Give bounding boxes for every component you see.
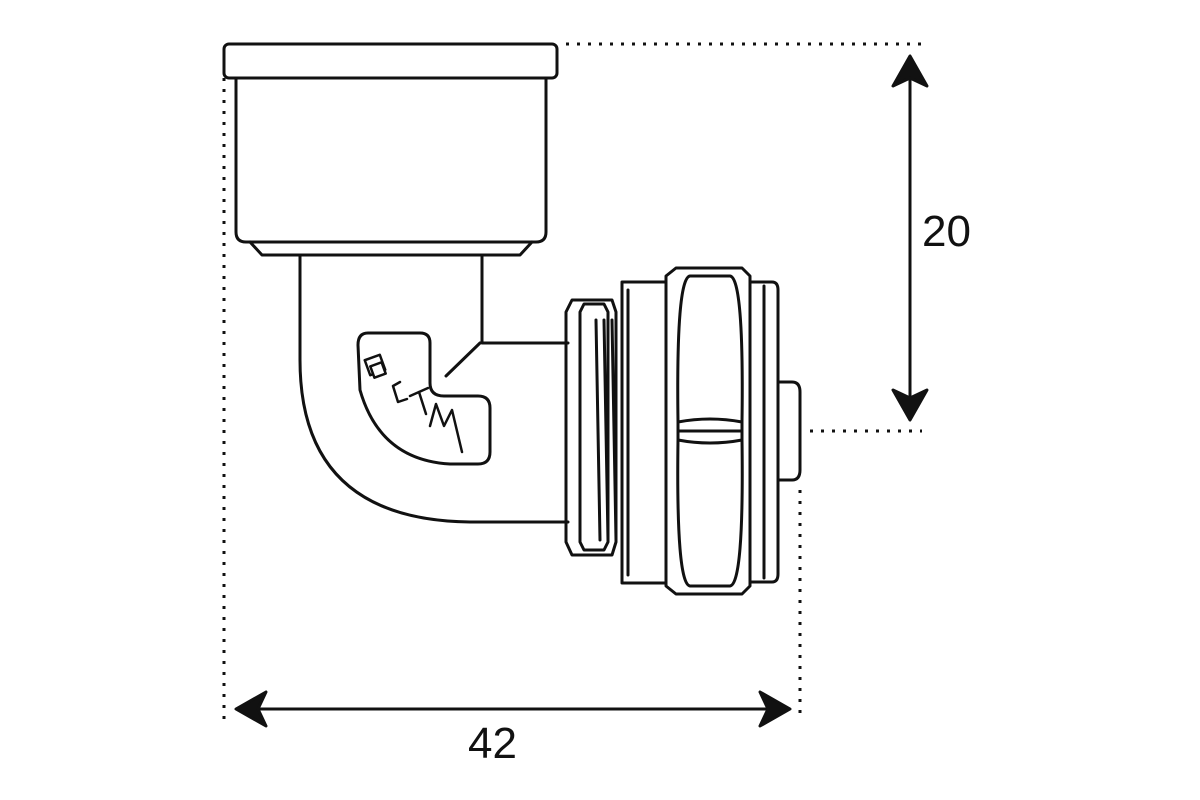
collar xyxy=(748,280,780,584)
socket-cap-bottom-ring xyxy=(248,240,534,257)
arrow-up-icon xyxy=(891,54,929,88)
width-dimension xyxy=(234,690,792,728)
logo-letter-t xyxy=(408,386,430,416)
hex-nut-center-band xyxy=(676,417,744,445)
logo-letter-m xyxy=(428,402,464,454)
hex-nut-upper-face xyxy=(676,274,744,424)
arrow-right-icon xyxy=(758,690,792,728)
elbow-body xyxy=(298,253,570,524)
height-dimension-label: 20 xyxy=(922,207,971,256)
height-dimension xyxy=(891,54,929,422)
hex-nut-lower-face xyxy=(676,438,744,588)
socket-cap-body xyxy=(234,76,548,244)
thread-line-1 xyxy=(594,318,602,542)
hex-nut xyxy=(664,266,752,596)
elbow-inner xyxy=(480,253,570,345)
thread-inner xyxy=(578,302,610,552)
socket-cap-rim xyxy=(222,42,559,80)
arrow-down-icon xyxy=(891,388,929,422)
logo-letter-c xyxy=(391,380,409,404)
thread-outer xyxy=(564,298,618,557)
thread-line-3 xyxy=(610,318,618,542)
pipe-stub xyxy=(776,380,802,482)
thread-line-2 xyxy=(602,318,610,542)
logo-slash-line xyxy=(444,341,482,378)
ctm-logo xyxy=(363,353,464,454)
width-dimension-label: 42 xyxy=(468,719,517,768)
arrow-left-icon xyxy=(234,690,268,728)
logo-recess xyxy=(356,331,492,466)
